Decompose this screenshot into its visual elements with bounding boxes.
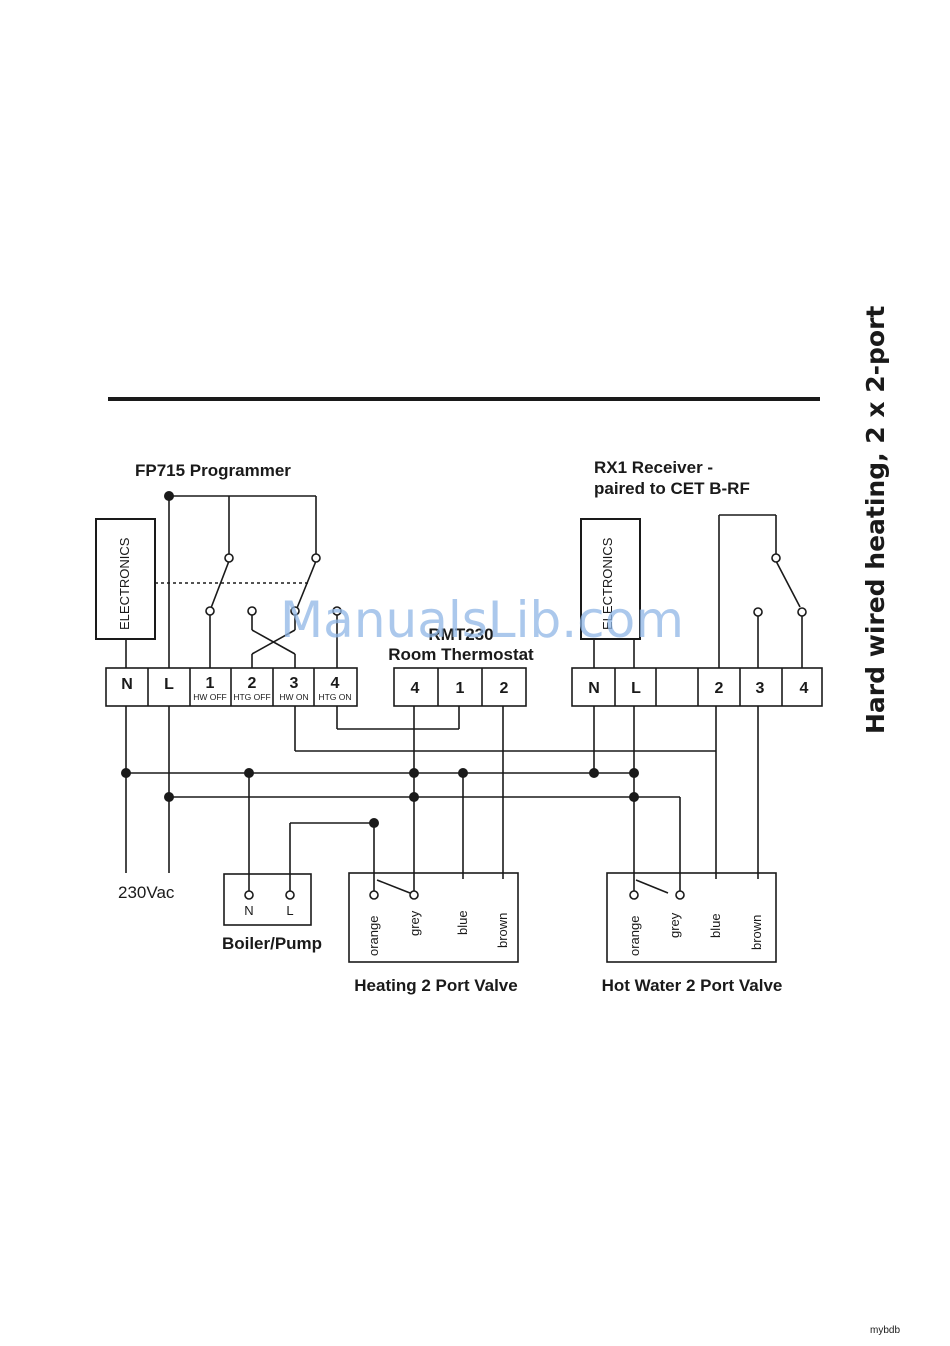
heating-valve-box bbox=[348, 872, 519, 963]
programmer-switch-2 bbox=[296, 560, 317, 609]
programmer-switch-1 bbox=[210, 560, 230, 609]
heating-valve-title: Heating 2 Port Valve bbox=[354, 976, 517, 995]
programmer-terminal-2-sub: HTG OFF bbox=[233, 692, 270, 702]
thermostat-terminal-2: 2 bbox=[500, 680, 509, 697]
programmer-terminal-1: 1 bbox=[206, 675, 215, 692]
receiver-terminal-l: L bbox=[631, 680, 641, 697]
watermark: ManualsLib.com bbox=[280, 591, 684, 649]
receiver-terminal-2: 2 bbox=[715, 680, 724, 697]
receiver-terminal-strip bbox=[571, 667, 823, 707]
thermostat-title: Room Thermostat bbox=[388, 645, 534, 664]
programmer-terminal-n: N bbox=[121, 676, 133, 693]
programmer-terminal-4-sub: HTG ON bbox=[318, 692, 351, 702]
programmer-title: FP715 Programmer bbox=[135, 461, 291, 480]
boiler-terminal-l: L bbox=[286, 903, 293, 918]
receiver-title-line2: paired to CET B-RF bbox=[594, 479, 750, 498]
boiler-box bbox=[223, 873, 312, 926]
supply-label: 230Vac bbox=[118, 883, 175, 902]
programmer-terminal-1-sub: HW OFF bbox=[193, 692, 227, 702]
heating-valve-wire-labels: orange grey blue brown bbox=[366, 910, 510, 956]
programmer-terminal-labels: N L 1 HW OFF 2 HTG OFF 3 HW ON 4 HTG ON bbox=[121, 675, 351, 702]
thermostat-model: RMT230 bbox=[428, 625, 493, 644]
hotwater-wire-grey: grey bbox=[667, 912, 682, 938]
heating-valve-switch bbox=[376, 879, 411, 894]
hotwater-wire-orange: orange bbox=[627, 916, 642, 956]
hotwater-valve-box bbox=[606, 872, 777, 963]
programmer-terminal-3-sub: HW ON bbox=[279, 692, 308, 702]
heating-wire-orange: orange bbox=[366, 916, 381, 956]
receiver-terminal-4: 4 bbox=[800, 680, 809, 697]
receiver-title-line1: RX1 Receiver - bbox=[594, 458, 713, 477]
heating-wire-blue: blue bbox=[455, 910, 470, 935]
thermostat-terminal-4: 4 bbox=[411, 680, 420, 697]
programmer-terminal-4: 4 bbox=[331, 675, 340, 692]
boiler-title: Boiler/Pump bbox=[222, 934, 322, 953]
thermostat-terminal-1: 1 bbox=[456, 680, 465, 697]
programmer-terminal-3: 3 bbox=[290, 675, 299, 692]
receiver-electronics-box bbox=[580, 518, 641, 640]
thermostat-terminal-labels: 4 1 2 bbox=[411, 680, 509, 697]
receiver-terminal-n: N bbox=[588, 680, 600, 697]
hotwater-valve-switch bbox=[635, 879, 669, 894]
junction-dots bbox=[121, 491, 639, 828]
receiver-electronics-label: ELECTRONICS bbox=[600, 537, 615, 630]
programmer-terminal-l: L bbox=[164, 676, 174, 693]
hotwater-valve-wire-labels: orange grey blue brown bbox=[627, 912, 764, 956]
hotwater-valve-title: Hot Water 2 Port Valve bbox=[602, 976, 783, 995]
heating-wire-brown: brown bbox=[495, 913, 510, 948]
heating-wire-grey: grey bbox=[407, 910, 422, 936]
thermostat-terminal-strip bbox=[393, 667, 527, 707]
receiver-terminal-labels: N L 2 3 4 bbox=[588, 680, 808, 697]
page-side-title: Hard wired heating, 2 x 2-port bbox=[861, 306, 890, 734]
boiler-terminal-n: N bbox=[244, 903, 253, 918]
programmer-electronics-label: ELECTRONICS bbox=[117, 537, 132, 630]
hotwater-wire-blue: blue bbox=[708, 913, 723, 938]
receiver-switch bbox=[775, 560, 801, 608]
footer-mark: mybdb bbox=[870, 1325, 900, 1336]
programmer-terminal-2: 2 bbox=[248, 675, 257, 692]
hotwater-wire-brown: brown bbox=[749, 915, 764, 950]
receiver-terminal-3: 3 bbox=[756, 680, 765, 697]
contact-circles bbox=[205, 553, 807, 900]
